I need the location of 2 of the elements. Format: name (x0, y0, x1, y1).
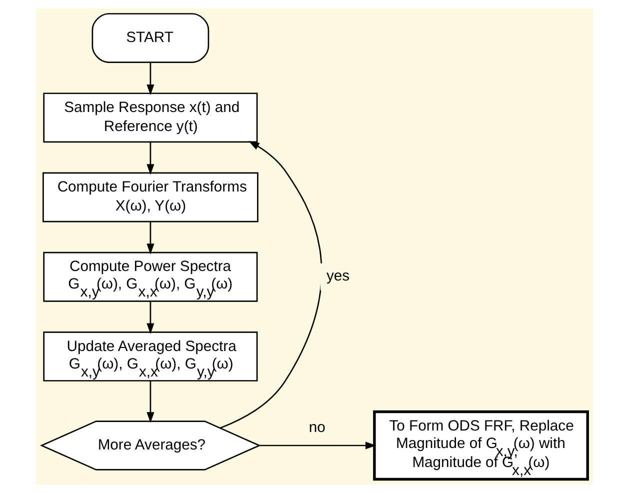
edge-label: no (308, 420, 326, 436)
edge-label: yes (326, 268, 350, 285)
